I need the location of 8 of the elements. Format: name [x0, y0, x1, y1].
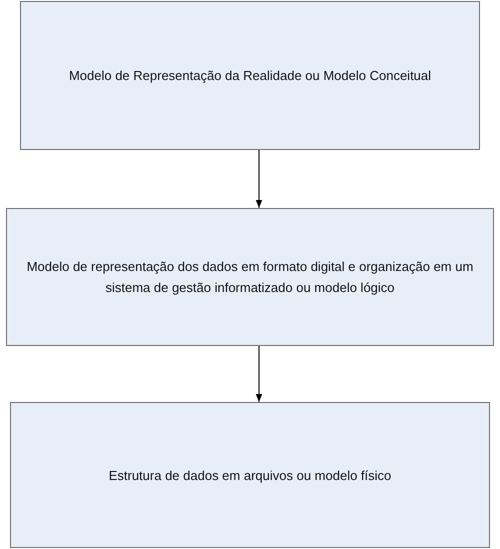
process-box [10, 402, 490, 548]
arrow [256, 150, 262, 208]
process-box [20, 1, 480, 150]
arrow [256, 346, 262, 402]
process-box [6, 208, 494, 346]
box-text: Modelo de representação dos dados em formato digital e organização em um sistema de gestão informatizado ou modelo lógico [26, 258, 474, 297]
box-text: Estrutura de dados em arquivos ou modelo físico [108, 466, 392, 485]
box-text: Modelo de Representação da Realidade ou Modelo Conceitual [68, 67, 432, 85]
